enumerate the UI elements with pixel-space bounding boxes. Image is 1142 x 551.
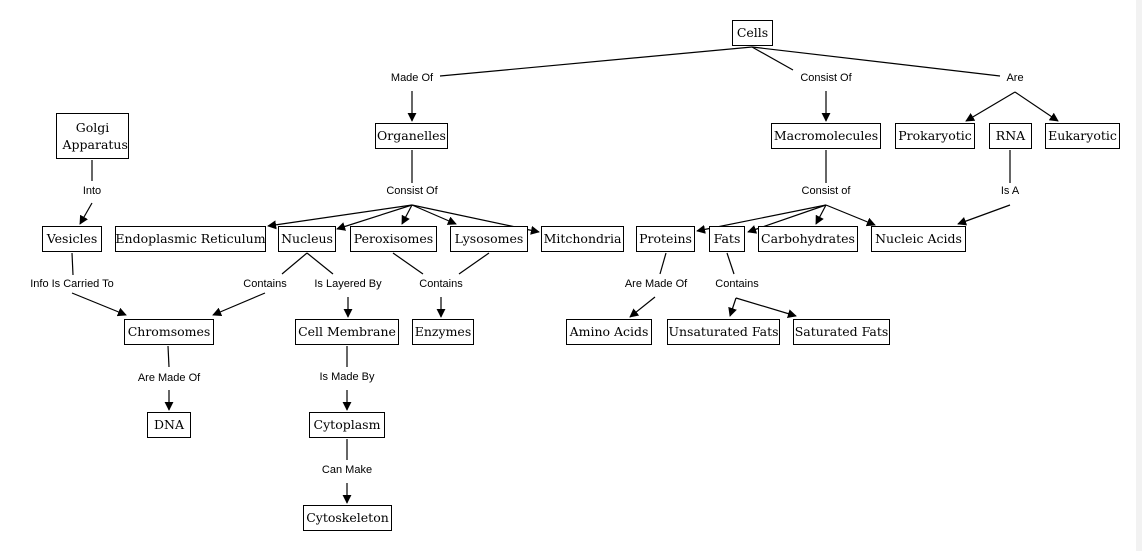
link-label-made-of[interactable]: Made Of (389, 72, 435, 84)
link-label-are-made-of-chromosomes[interactable]: Are Made Of (136, 372, 202, 384)
connector-vesicles-info (71, 252, 74, 276)
arrow-to-amino-acids (629, 296, 656, 318)
arrow-to-vesicles (79, 202, 93, 225)
right-margin-strip (1136, 0, 1142, 551)
arrow-rna-to-nucleic-acids (957, 204, 1011, 226)
node-enzymes[interactable]: Enzymes (412, 319, 474, 345)
connector-lysosomes-contains (458, 252, 490, 275)
node-fats[interactable]: Fats (709, 226, 745, 252)
link-label-consist-of-macromolecules[interactable]: Consist of (800, 185, 852, 197)
node-chromosomes[interactable]: Chromsomes (124, 319, 214, 345)
arrow-to-eukaryotic (1014, 91, 1059, 122)
link-label-contains-fats[interactable]: Contains (714, 278, 760, 290)
arrow-to-lysosomes (411, 204, 457, 225)
link-label-can-make[interactable]: Can Make (320, 464, 374, 476)
node-prokaryotic[interactable]: Prokaryotic (895, 123, 975, 149)
link-label-contains-enzymes[interactable]: Contains (418, 278, 464, 290)
node-cells[interactable]: Cells (732, 20, 773, 46)
node-dna[interactable]: DNA (147, 412, 191, 438)
node-eukaryotic[interactable]: Eukaryotic (1045, 123, 1120, 149)
link-label-into[interactable]: Into (81, 185, 103, 197)
connector-proteins-made-of (659, 252, 667, 275)
arrow-to-prokaryotic (965, 91, 1016, 122)
node-cell-membrane[interactable]: Cell Membrane (295, 319, 399, 345)
link-label-consist-of-cells[interactable]: Consist Of (799, 72, 853, 84)
arrow-to-saturated-fats (735, 297, 797, 318)
node-unsaturated-fats[interactable]: Unsaturated Fats (667, 319, 780, 345)
node-lysosomes[interactable]: Lysosomes (450, 226, 528, 252)
arrow-to-nucleic-acids (825, 204, 876, 227)
arrow-to-peroxisomes (401, 204, 413, 225)
node-mitochondria[interactable]: Mitchondria (541, 226, 624, 252)
link-label-consist-of-organelles[interactable]: Consist Of (385, 185, 439, 197)
link-label-info-carried-to[interactable]: Info Is Carried To (29, 278, 115, 290)
node-organelles[interactable]: Organelles (375, 123, 448, 149)
arrow-contains-to-chromosomes (212, 292, 266, 316)
node-rna[interactable]: RNA (989, 123, 1032, 149)
link-label-are-made-of-proteins[interactable]: Are Made Of (623, 278, 689, 290)
link-label-is-layered-by[interactable]: Is Layered By (313, 278, 383, 290)
node-nucleic-acids[interactable]: Nucleic Acids (871, 226, 966, 252)
node-carbohydrates[interactable]: Carbohydrates (758, 226, 858, 252)
node-vesicles[interactable]: Vesicles (42, 226, 102, 252)
link-label-are[interactable]: Are (1005, 72, 1025, 84)
connector-fats-contains (726, 252, 735, 275)
connector-cells-made-of (439, 46, 753, 77)
arrow-to-carbohydrates (815, 204, 827, 225)
link-label-is-a[interactable]: Is A (999, 185, 1021, 197)
arrow-to-nucleus (336, 204, 413, 231)
node-cytoskeleton[interactable]: Cytoskeleton (303, 505, 392, 531)
node-saturated-fats[interactable]: Saturated Fats (793, 319, 890, 345)
connector-nucleus-contains (281, 252, 308, 275)
node-cytoplasm[interactable]: Cytoplasm (309, 412, 385, 438)
node-golgi-apparatus[interactable]: Golgi Apparatus (56, 113, 129, 159)
node-amino-acids[interactable]: Amino Acids (566, 319, 652, 345)
link-label-contains-chromosomes[interactable]: Contains (242, 278, 288, 290)
connector-nucleus-layered (306, 252, 334, 275)
connector-cells-consist-of (751, 46, 794, 71)
node-endoplasmic-reticulum[interactable]: Endoplasmic Reticulum (115, 226, 266, 252)
arrow-info-to-chromosomes (71, 292, 127, 317)
node-nucleus[interactable]: Nucleus (278, 226, 336, 252)
connector-cells-are (751, 46, 1001, 77)
connector-peroxisomes-contains (392, 252, 424, 275)
node-peroxisomes[interactable]: Peroxisomes (350, 226, 437, 252)
node-proteins[interactable]: Proteins (636, 226, 695, 252)
connector-chromosomes-made-of (167, 345, 170, 368)
arrow-to-er (267, 204, 413, 230)
node-macromolecules[interactable]: Macromolecules (771, 123, 881, 149)
arrow-to-unsaturated-fats (728, 297, 737, 317)
link-label-is-made-by[interactable]: Is Made By (318, 371, 376, 383)
